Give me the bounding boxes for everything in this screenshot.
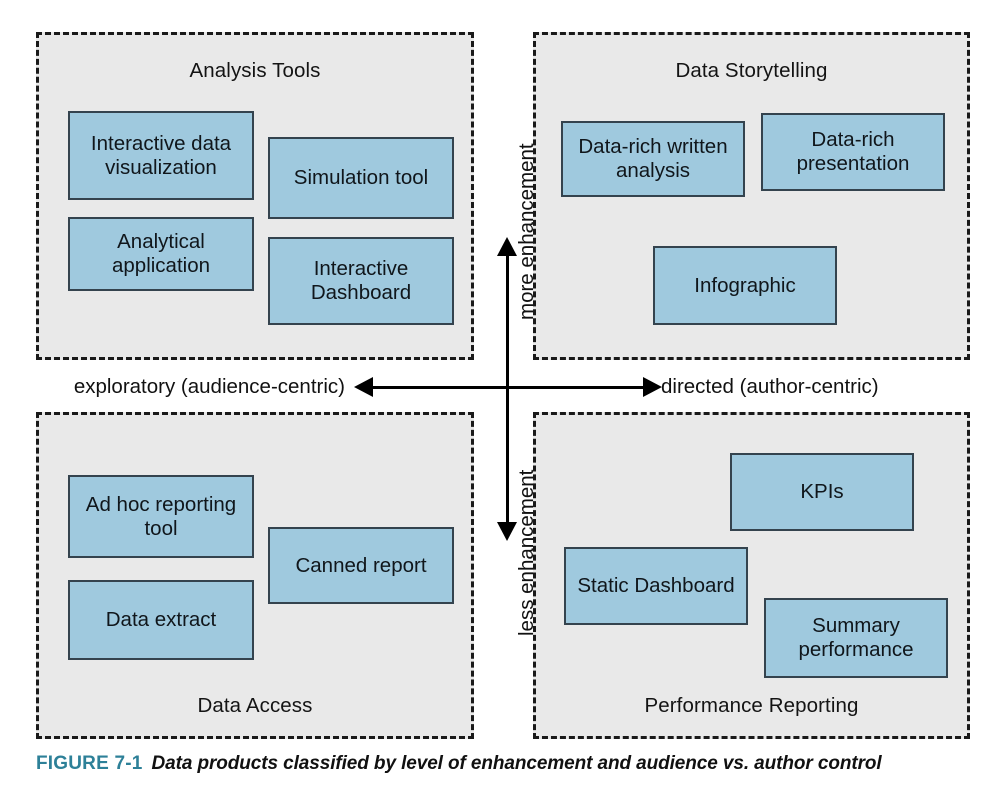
- product-box-static-dashboard[interactable]: Static Dashboard: [564, 547, 748, 625]
- horizontal-axis-line: [371, 386, 644, 389]
- arrow-left-icon: [354, 377, 373, 397]
- product-box-kpis[interactable]: KPIs: [730, 453, 914, 531]
- arrow-right-icon: [643, 377, 662, 397]
- vertical-axis-line: [506, 253, 509, 525]
- arrow-down-icon: [497, 522, 517, 541]
- figure-caption-text: Data products classified by level of enh…: [151, 753, 882, 774]
- quadrant-data-access: Data Access Ad hoc reporting tool Canned…: [36, 412, 474, 739]
- product-box-simulation-tool[interactable]: Simulation tool: [268, 137, 454, 219]
- product-box-infographic[interactable]: Infographic: [653, 246, 837, 325]
- quadrant-title-analysis-tools: Analysis Tools: [189, 59, 321, 82]
- product-box-interactive-dashboard[interactable]: Interactive Dashboard: [268, 237, 454, 325]
- product-box-ad-hoc-reporting-tool[interactable]: Ad hoc reporting tool: [68, 475, 254, 558]
- arrow-up-icon: [497, 237, 517, 256]
- quadrant-data-storytelling: Data Storytelling Data-rich written anal…: [533, 32, 970, 360]
- product-box-data-rich-presentation[interactable]: Data-rich presentation: [761, 113, 945, 191]
- figure-caption-label: FIGURE 7-1: [36, 753, 143, 774]
- axis-label-directed: directed (author-centric): [661, 375, 879, 398]
- quadrant-analysis-tools: Analysis Tools Interactive data visualiz…: [36, 32, 474, 360]
- product-box-canned-report[interactable]: Canned report: [268, 527, 454, 604]
- axis-label-exploratory: exploratory (audience-centric): [73, 375, 345, 398]
- product-box-summary-performance[interactable]: Summary performance: [764, 598, 948, 678]
- quadrant-title-performance-reporting: Performance Reporting: [644, 694, 859, 717]
- product-box-analytical-application[interactable]: Analytical application: [68, 217, 254, 291]
- axis-label-less-enhancement: less enhancement: [515, 469, 538, 636]
- figure-caption: FIGURE 7-1 Data products classified by le…: [36, 753, 976, 775]
- quadrant-title-data-access: Data Access: [197, 694, 313, 717]
- product-box-data-rich-written-analysis[interactable]: Data-rich written analysis: [561, 121, 745, 197]
- product-box-interactive-data-visualization[interactable]: Interactive data visualization: [68, 111, 254, 200]
- axis-label-more-enhancement: more enhancement: [515, 143, 538, 320]
- quadrant-title-data-storytelling: Data Storytelling: [675, 59, 828, 82]
- quadrant-performance-reporting: Performance Reporting KPIs Static Dashbo…: [533, 412, 970, 739]
- product-box-data-extract[interactable]: Data extract: [68, 580, 254, 660]
